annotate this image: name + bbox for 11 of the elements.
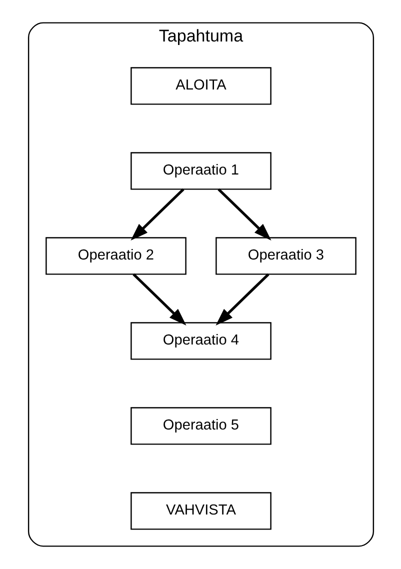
node-box: Operaatio 4 [130,322,271,360]
node-box: Operaatio 5 [130,407,271,445]
node-box: Operaatio 3 [215,237,356,275]
node-box: Operaatio 1 [130,152,271,190]
arrow [217,188,271,240]
arrow [215,273,269,326]
arrow [132,273,186,326]
node-box: ALOITA [130,67,271,105]
node-box: Operaatio 2 [45,237,186,275]
node-box: VAHVISTA [130,492,271,530]
arrow [130,188,184,240]
